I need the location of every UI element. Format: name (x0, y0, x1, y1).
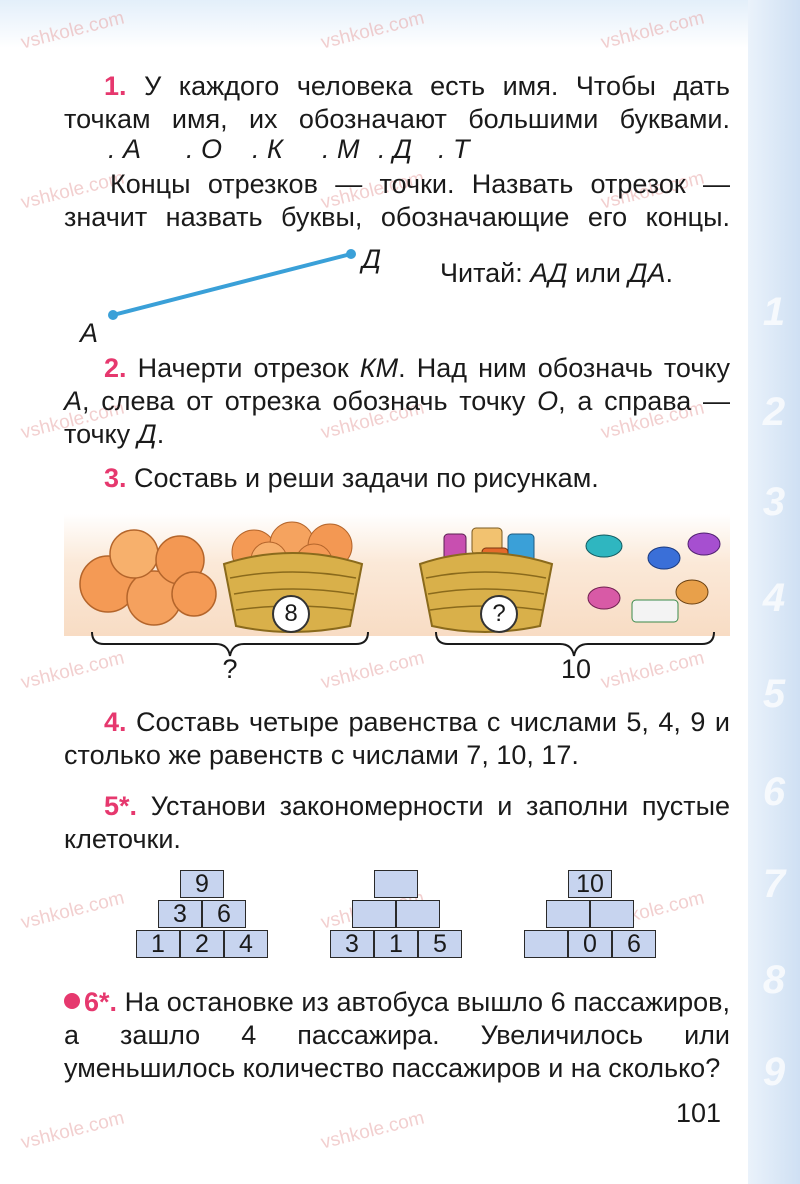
point-label: . Т (438, 134, 470, 164)
pyramid-cell[interactable] (590, 900, 634, 928)
task2-point: О (537, 386, 559, 416)
read-hint: Читай: АД или ДА. (440, 258, 673, 289)
point-label: . К (252, 134, 283, 164)
watermark: vshkole.com (18, 887, 127, 934)
sidebar-tab: 9 (762, 1050, 786, 1094)
task1-number: 1. (104, 71, 127, 101)
brace-left (91, 631, 369, 657)
pyramid-cell[interactable] (524, 930, 568, 958)
pyramid-cell: 4 (224, 930, 268, 958)
pyramid-cell: 5 (418, 930, 462, 958)
task2-part: Начерти отрезок (126, 353, 360, 383)
read-dot: . (665, 258, 674, 288)
task6-text: 6*. На остановке из автобуса вышло 6 пас… (64, 986, 730, 1085)
brace-right (435, 631, 715, 657)
basket-candies (418, 527, 554, 633)
read-option-a: АД (530, 258, 568, 288)
pyramid-cell: 10 (568, 870, 612, 898)
basket1-count: 8 (272, 595, 310, 633)
point-label: . О (186, 134, 223, 164)
pyramid-cell[interactable] (546, 900, 590, 928)
pyramid-cell[interactable] (374, 870, 418, 898)
point-label: . М (322, 134, 360, 164)
sidebar-tab: 7 (762, 862, 786, 906)
sidebar-tab: 3 (762, 480, 786, 524)
point-label: . А (108, 134, 142, 164)
sidebar-tab: 6 (762, 770, 786, 814)
pyramid-cell[interactable] (396, 900, 440, 928)
task1-body: У каждого человека есть имя. Чтобы дать … (64, 71, 730, 134)
task2-part: . Над ним обозначь точку (398, 353, 730, 383)
point-label: . Д (378, 134, 413, 164)
task3-drawing (79, 521, 721, 633)
basket-peaches (222, 521, 364, 633)
sidebar-tab: 4 (762, 576, 786, 620)
watermark: vshkole.com (318, 1107, 427, 1154)
page-number: 101 (676, 1098, 722, 1128)
task5-number: 5*. (104, 791, 138, 821)
task1-text: 1. У каждого человека есть имя. Чтобы да… (64, 70, 730, 136)
basket2-count: ? (480, 595, 518, 633)
task2-part: . (156, 419, 165, 449)
pyramid-cell: 3 (158, 900, 202, 928)
task2-segment-name: КМ (359, 353, 399, 383)
pyramid-cell: 6 (612, 930, 656, 958)
brace2-label: 10 (560, 654, 592, 684)
segment-end-label: Д (362, 244, 382, 274)
pyramid-cell: 3 (330, 930, 374, 958)
braces (91, 631, 715, 657)
brace1-label: ? (222, 654, 238, 684)
segment-diagram (108, 249, 356, 320)
task2-text: 2. Начерти отрезок КМ. Над ним обозначь … (64, 352, 730, 451)
read-option-b: ДА (628, 258, 666, 288)
segment-start-label: А (80, 318, 99, 348)
segment-line (112, 252, 352, 317)
task3-number: 3. (104, 463, 127, 493)
task3-body: Составь и реши задачи по рисункам. (126, 463, 599, 493)
chapter-sidebar: 1 2 3 4 5 6 7 8 9 (748, 0, 800, 1184)
sidebar-tab: 2 (762, 390, 786, 434)
pyramid-cell: 1 (136, 930, 180, 958)
sidebar-tab: 5 (762, 672, 786, 716)
loose-candies (585, 532, 721, 623)
watermark: vshkole.com (18, 1107, 127, 1154)
task2-number: 2. (104, 353, 127, 383)
task6-body: На остановке из автобуса вышло 6 пассажи… (64, 987, 730, 1083)
task2-point: Д (137, 419, 157, 449)
pyramid-cell: 2 (180, 930, 224, 958)
task2-point: А (64, 386, 83, 416)
pyramid-cell: 0 (568, 930, 612, 958)
pyramid-cell: 9 (180, 870, 224, 898)
task5-text: 5*. Установи закономерности и заполни пу… (64, 790, 730, 856)
read-prefix: Читай: (440, 258, 531, 288)
task5-body: Установи закономерности и заполни пустые… (64, 791, 730, 854)
loose-peaches (79, 529, 217, 626)
task6-number: 6*. (84, 987, 118, 1017)
sidebar-tab: 8 (762, 958, 786, 1002)
task4-number: 4. (104, 707, 127, 737)
bullet-dot-icon (64, 993, 80, 1009)
top-band (0, 0, 748, 48)
pyramid-cell[interactable] (352, 900, 396, 928)
task4-text: 4. Составь четыре равенства с числами 5,… (64, 706, 730, 772)
read-or: или (567, 258, 629, 288)
pyramid-cell: 6 (202, 900, 246, 928)
pyramid-cell: 1 (374, 930, 418, 958)
task1-definition: Концы отрезков — точки. Назвать отрезок … (64, 169, 730, 232)
task2-part: , а справа — точку (64, 386, 730, 449)
task3-text: 3. Составь и реши задачи по рисункам. (64, 462, 730, 495)
segment-endpoint (108, 310, 118, 320)
sidebar-tab: 1 (762, 290, 786, 334)
segment-endpoint (346, 249, 356, 259)
task4-body: Составь четыре равенства с числами 5, 4,… (64, 707, 730, 770)
task2-part: , слева от отрезка обозначь точку (82, 386, 538, 416)
